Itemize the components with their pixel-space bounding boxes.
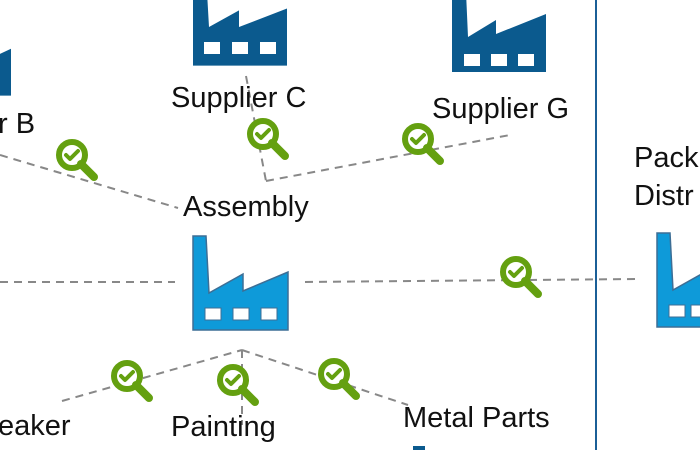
edge-assembly-packaging (304, 278, 641, 283)
supplier-b-factory-icon[interactable] (0, 38, 11, 96)
inspection-icon-supplier-b[interactable] (59, 142, 94, 177)
supplier-c-factory-icon[interactable] (193, 0, 287, 66)
assembly-factory-icon[interactable] (192, 235, 289, 331)
inspection-icon-breaker[interactable] (114, 363, 149, 398)
partial-icon-fragment (413, 446, 425, 450)
inspection-icon-painting[interactable] (220, 367, 255, 402)
assembly-label: Assembly (183, 191, 309, 223)
edge-breaker-assembly (61, 349, 243, 402)
inspection-icon-metal-parts[interactable] (321, 361, 356, 396)
inspection-icon-packaging[interactable] (503, 259, 538, 294)
painting-label: Painting (171, 411, 276, 443)
metal-parts-label: Metal Parts (403, 402, 550, 434)
packaging-factory-icon[interactable] (656, 232, 700, 328)
supplier-b-label: r B (0, 108, 36, 140)
edge-supplier-b-assembly (0, 154, 179, 209)
edge-supplier-c-assembly (245, 75, 267, 182)
packaging-label-line2: Distr (634, 180, 694, 212)
supplier-c-label: Supplier C (171, 82, 307, 114)
edge-supplier-g-assembly (265, 134, 511, 182)
supplier-g-label: Supplier G (432, 93, 570, 125)
supplier-g-factory-icon[interactable] (452, 0, 546, 72)
breaker-label: eaker (0, 410, 71, 442)
inspection-icon-supplier-g[interactable] (405, 126, 440, 161)
packaging-label-line1: Pack (634, 142, 699, 174)
inspection-icon-supplier-c[interactable] (250, 121, 285, 156)
